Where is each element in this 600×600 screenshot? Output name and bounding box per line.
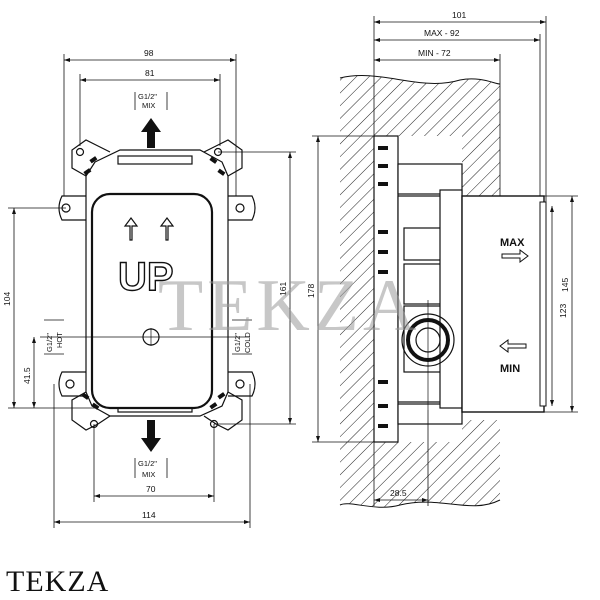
dim-114: 114 bbox=[142, 510, 156, 520]
front-lug-top-right bbox=[203, 139, 243, 177]
front-lug-bottom-left bbox=[71, 391, 111, 431]
up-arrow-right-icon bbox=[159, 217, 175, 241]
side-cartridge bbox=[401, 300, 455, 410]
mix-out-arrow-bottom-icon bbox=[141, 420, 161, 452]
port-left-label: HOT bbox=[55, 332, 64, 348]
port-left-size: G1/2" bbox=[45, 333, 54, 352]
brand-logo-text: TEKZA bbox=[6, 565, 110, 598]
side-view: MAX MIN bbox=[306, 10, 578, 508]
front-port-tab-top bbox=[117, 155, 193, 165]
port-label-brackets bbox=[44, 92, 252, 478]
arrow-max-icon bbox=[501, 249, 529, 263]
dim-145: 145 bbox=[560, 278, 570, 292]
front-inner-face bbox=[90, 192, 214, 410]
dim-41-5: 41.5 bbox=[22, 367, 32, 384]
dim-max-92: MAX - 92 bbox=[424, 28, 460, 38]
dim-min-72: MIN - 72 bbox=[418, 48, 451, 58]
arrow-min-icon bbox=[499, 339, 527, 353]
dim-104: 104 bbox=[2, 292, 12, 306]
up-arrow-left-icon bbox=[123, 217, 139, 241]
watermark: TEKZA bbox=[158, 265, 421, 347]
port-bottom-size: G1/2" bbox=[138, 459, 157, 468]
port-right-label: COLD bbox=[243, 332, 252, 353]
front-dimension-arrowheads bbox=[12, 58, 292, 524]
wall-wavy-bottom bbox=[339, 499, 501, 508]
label-max: MAX bbox=[500, 237, 525, 249]
front-dimension-lines bbox=[8, 54, 296, 528]
up-label: UP bbox=[118, 255, 174, 299]
side-front-cover-lip bbox=[539, 201, 547, 407]
front-ear-right-lower bbox=[228, 371, 256, 397]
mix-out-arrow-top-icon bbox=[141, 118, 161, 148]
port-bottom-label: MIX bbox=[142, 470, 155, 479]
front-lug-bottom-right bbox=[203, 391, 243, 431]
side-rear-plate bbox=[373, 135, 399, 443]
wall-wavy-top bbox=[339, 75, 501, 85]
mount-hole-top-left bbox=[75, 147, 85, 157]
dim-101: 101 bbox=[452, 10, 466, 20]
front-lug-top-left bbox=[71, 139, 111, 177]
side-rear-plate-slots bbox=[378, 146, 388, 428]
side-dimension-lines bbox=[312, 16, 578, 506]
port-top-size: G1/2" bbox=[138, 92, 157, 101]
dim-161: 161 bbox=[278, 282, 288, 296]
mount-hole-left-lower bbox=[65, 379, 75, 389]
side-dimension-arrowheads bbox=[316, 20, 574, 502]
label-min: MIN bbox=[500, 363, 520, 375]
side-front-cover bbox=[461, 195, 545, 413]
dim-70: 70 bbox=[146, 484, 156, 494]
dim-98: 98 bbox=[144, 48, 154, 58]
mount-hole-right-upper bbox=[235, 203, 245, 213]
mount-hole-right-lower bbox=[235, 379, 245, 389]
front-ear-right-upper bbox=[228, 195, 256, 221]
dim-28-5: 28.5 bbox=[390, 488, 407, 498]
port-right-size: G1/2" bbox=[233, 333, 242, 352]
dim-81: 81 bbox=[145, 68, 155, 78]
front-ear-left-lower bbox=[58, 371, 86, 397]
front-clip-tabs bbox=[81, 156, 226, 410]
port-top-label: MIX bbox=[142, 101, 155, 110]
dim-123: 123 bbox=[558, 304, 568, 318]
dim-178: 178 bbox=[306, 284, 316, 298]
front-view bbox=[40, 139, 256, 431]
